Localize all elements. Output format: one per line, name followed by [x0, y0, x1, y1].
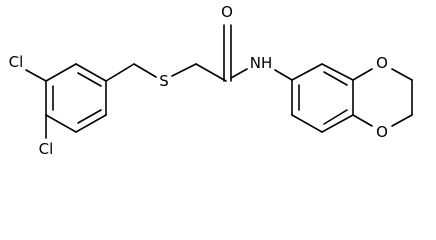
bond-ring-ch2 — [105, 63, 135, 82]
aromatic-inner-bond — [77, 72, 102, 87]
bond — [291, 63, 323, 81]
sulfur-label: S — [159, 72, 169, 90]
dioxane-oxygen-upper-label: O — [376, 54, 388, 72]
bond-n-aryl — [274, 69, 293, 81]
bond — [391, 114, 413, 127]
bond-carbonyl-n — [230, 68, 248, 79]
bond — [321, 114, 354, 133]
bond — [391, 68, 413, 81]
aromatic-inner-bond — [323, 71, 348, 86]
bond-s-ch2 — [171, 63, 197, 77]
dichlorophenyl-ring — [45, 63, 107, 133]
amide-nitrogen-label: NH — [250, 54, 273, 72]
bond — [321, 63, 354, 81]
bond-ch2-carbonyl — [195, 63, 227, 82]
bond-c-cl-para — [25, 69, 47, 82]
dioxane-ring — [352, 68, 413, 127]
bond — [75, 114, 107, 133]
bond — [45, 114, 77, 133]
carbonyl-oxygen-label: O — [221, 3, 233, 21]
dioxane-oxygen-lower-label: O — [376, 123, 388, 141]
bond-ch2-s — [133, 63, 157, 78]
bond — [352, 68, 373, 81]
bond — [75, 63, 107, 82]
aromatic-inner-bond — [77, 109, 102, 124]
benzodioxane-benzene-ring — [291, 63, 354, 133]
chlorine-meta-label: Cl — [39, 140, 54, 158]
bond — [45, 63, 77, 82]
chemical-structure-diagram: Cl Cl S O NH O O — [9, 3, 413, 158]
bond — [352, 114, 373, 127]
aromatic-inner-bond — [323, 109, 348, 125]
chlorine-para-label: Cl — [9, 53, 24, 71]
bond — [291, 114, 323, 133]
